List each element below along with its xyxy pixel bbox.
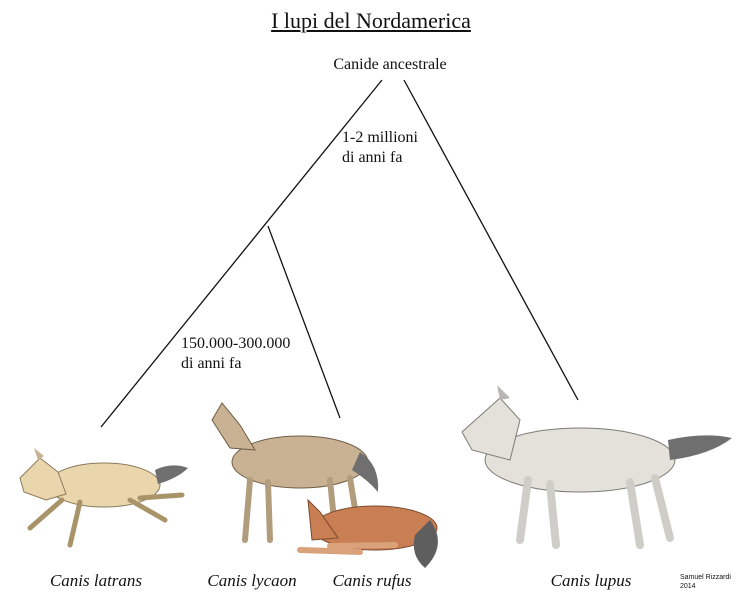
canis-latrans-illustration bbox=[19, 448, 188, 548]
time-label-older-line1: 1-2 millioni bbox=[342, 129, 418, 146]
root-node-label: Canide ancestrale bbox=[333, 56, 447, 73]
branch-lycaon-rufus bbox=[267, 225, 341, 419]
artist-signature: Samuel Rizzardi 2014 bbox=[680, 573, 731, 591]
artist-signature-name: Samuel Rizzardi bbox=[680, 574, 731, 581]
branch-root-right bbox=[403, 79, 579, 401]
species-label-latrans: Canis latrans bbox=[49, 571, 143, 590]
time-label-recent-line2: di anni fa bbox=[181, 355, 242, 372]
canis-rufus-illustration bbox=[297, 498, 438, 568]
branch-root-left bbox=[100, 79, 383, 428]
artist-signature-year: 2014 bbox=[680, 583, 696, 590]
time-label-older: 1-2 millioni di anni fa bbox=[342, 128, 418, 168]
canis-lycaon-illustration bbox=[211, 402, 379, 543]
time-label-recent-line1: 150.000-300.000 bbox=[181, 335, 291, 352]
species-label-lycaon: Canis lycaon bbox=[207, 571, 297, 590]
canis-lupus-illustration bbox=[461, 385, 732, 549]
time-label-recent: 150.000-300.000 di anni fa bbox=[181, 334, 290, 374]
diagram-title: I lupi del Nordamerica bbox=[271, 8, 471, 33]
species-label-lupus: Canis lupus bbox=[550, 571, 632, 590]
time-label-older-line2: di anni fa bbox=[342, 149, 403, 166]
species-label-rufus: Canis rufus bbox=[332, 571, 412, 590]
